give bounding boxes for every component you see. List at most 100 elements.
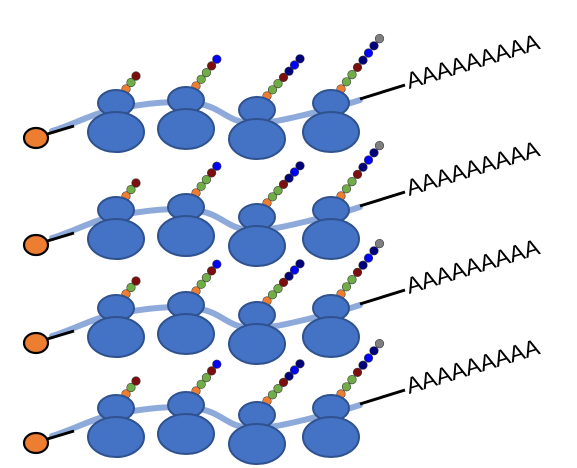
peptide-bead [273, 383, 283, 394]
ribosome [157, 259, 222, 355]
peptide-bead [369, 246, 379, 256]
peptide-bead [196, 181, 206, 191]
peptide-bead [212, 259, 222, 269]
peptide-bead [374, 140, 385, 151]
poly-a-tail-label: AAAAAAAAA [403, 135, 543, 200]
ribosome-large-subunit [157, 215, 215, 257]
ribosome-large-subunit [228, 225, 286, 267]
peptide-bead [363, 48, 374, 58]
ribosome-large-subunit [228, 423, 286, 465]
ribosome [302, 238, 385, 358]
utr-3-line [359, 83, 406, 101]
peptide-bead [126, 184, 136, 195]
polysome-1: AAAAAAAAA [22, 28, 543, 160]
peptide-bead [273, 283, 283, 294]
peptide-bead [341, 282, 352, 292]
poly-a-tail-label: AAAAAAAAA [403, 333, 543, 398]
ribosome-large-subunit [302, 316, 360, 358]
ribosome [87, 178, 145, 260]
peptide-bead [201, 174, 211, 185]
peptide-bead [374, 33, 385, 44]
peptide-bead [347, 274, 357, 285]
ribosome-large-subunit [87, 316, 145, 358]
peptide-bead [358, 260, 368, 270]
five-prime-cap [22, 331, 50, 355]
peptide-bead [363, 253, 374, 263]
utr-5-line [43, 231, 75, 244]
peptide-bead [131, 276, 141, 286]
ribosome [228, 161, 305, 267]
peptide-bead [267, 390, 278, 400]
peptide-bead [284, 173, 294, 183]
ribosome [157, 54, 222, 150]
five-prime-cap [22, 233, 50, 257]
utr-3-line [359, 288, 406, 306]
peptide-bead [212, 161, 222, 171]
ribosome-large-subunit [87, 218, 145, 260]
utr-5-line [43, 124, 75, 137]
peptide-bead [267, 85, 278, 95]
peptide-bead [295, 54, 305, 64]
peptide-bead [201, 372, 211, 383]
peptide-bead [358, 55, 368, 65]
peptide-bead [341, 77, 352, 87]
ribosome-large-subunit [157, 413, 215, 455]
peptide-bead [363, 353, 374, 363]
peptide-bead [347, 69, 357, 80]
peptide-bead [352, 62, 363, 73]
ribosome-large-subunit [302, 416, 360, 458]
peptide-bead [374, 238, 385, 249]
five-prime-cap [22, 126, 50, 150]
peptide-bead [278, 377, 289, 387]
peptide-bead [347, 374, 357, 385]
ribosome [302, 140, 385, 260]
peptide-bead [341, 382, 352, 392]
peptide-bead [267, 192, 278, 202]
ribosome-large-subunit [87, 416, 145, 458]
peptide-bead [278, 72, 289, 82]
ribosome-large-subunit [157, 108, 215, 150]
peptide-bead [352, 169, 363, 180]
ribosome-large-subunit [302, 218, 360, 260]
utr-3-line [359, 388, 406, 406]
peptide-bead [289, 60, 300, 70]
peptide-bead [369, 148, 379, 158]
peptide-bead [201, 272, 211, 283]
peptide-bead [207, 61, 217, 71]
utr-3-line [359, 190, 406, 208]
peptide-bead [374, 338, 385, 349]
peptide-bead [196, 379, 206, 389]
peptide-bead [207, 366, 217, 376]
peptide-bead [284, 371, 294, 381]
ribosome-large-subunit [228, 323, 286, 365]
peptide-bead [352, 267, 363, 278]
peptide-bead [196, 74, 206, 84]
five-prime-cap [22, 431, 50, 455]
peptide-bead [273, 185, 283, 196]
peptide-bead [295, 359, 305, 369]
peptide-bead [126, 382, 136, 393]
ribosome [228, 359, 305, 465]
ribosome-large-subunit [228, 118, 286, 160]
ribosome-large-subunit [157, 313, 215, 355]
peptide-bead [347, 176, 357, 187]
ribosome [87, 71, 145, 153]
polysome-2: AAAAAAAAA [22, 135, 543, 267]
peptide-bead [295, 161, 305, 171]
peptide-bead [196, 279, 206, 289]
peptide-bead [289, 365, 300, 375]
ribosome [228, 259, 305, 365]
peptide-bead [363, 155, 374, 165]
peptide-bead [352, 367, 363, 378]
poly-a-tail-label: AAAAAAAAA [403, 28, 543, 93]
peptide-bead [284, 271, 294, 281]
peptide-bead [278, 277, 289, 287]
peptide-bead [289, 265, 300, 275]
peptide-bead [369, 346, 379, 356]
peptide-bead [284, 66, 294, 76]
peptide-bead [358, 162, 368, 172]
ribosome-large-subunit [87, 111, 145, 153]
poly-a-tail-label: AAAAAAAAA [403, 233, 543, 298]
